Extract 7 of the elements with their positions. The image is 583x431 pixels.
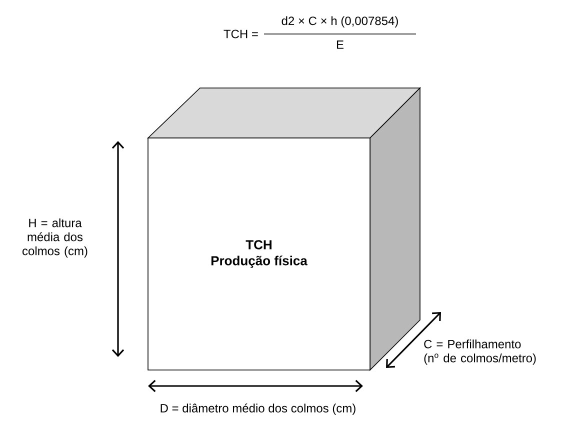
formula-text: d2 × C × h (0,007854) <box>282 16 398 28</box>
dimension-label: H = altura média dos colmos (cm) <box>22 218 88 258</box>
front-face: TCH Produção física <box>148 138 370 370</box>
dimension-label: C = Perfilhamento (n$^{o}$ de colmos/metro) <box>424 340 536 365</box>
dimension-label: D = diâmetro médio dos colmos (cm) <box>160 404 356 415</box>
formula-text: E <box>337 40 344 49</box>
formula-text: TCH = <box>224 30 258 38</box>
